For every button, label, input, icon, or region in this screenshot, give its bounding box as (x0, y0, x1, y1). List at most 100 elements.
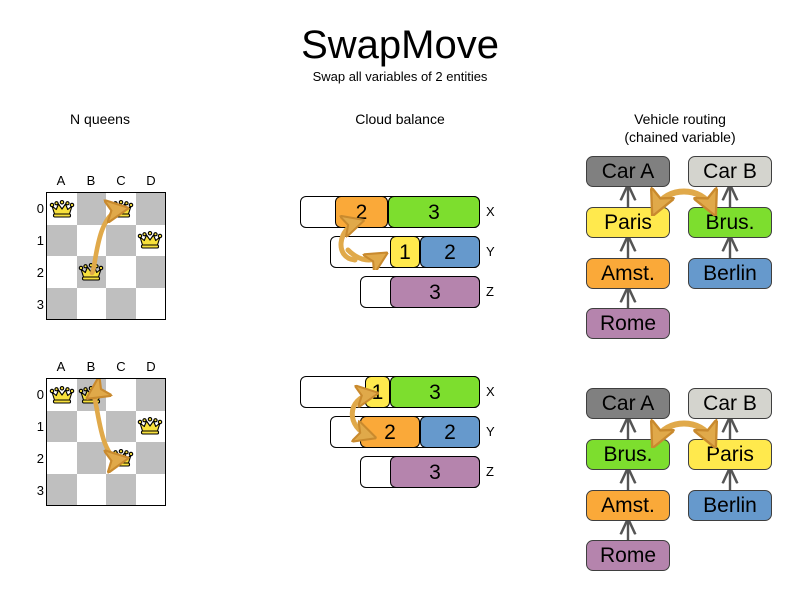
page-subtitle: Swap all variables of 2 entities (312, 69, 488, 84)
cloud-process-segment[interactable]: 3 (390, 376, 480, 408)
chessboard-cell-C0[interactable] (106, 193, 136, 225)
cloud-row-label-Z: Z (486, 464, 494, 479)
chessboard-cell-D0[interactable] (135, 193, 165, 225)
routing-node-berlin[interactable]: Berlin (688, 258, 772, 289)
chessboard-row-label-1: 1 (36, 232, 44, 248)
section-title-n-queens: N queens (70, 111, 130, 127)
chessboard-cell-C2[interactable] (106, 256, 136, 288)
cloud-process-segment[interactable]: 3 (388, 196, 480, 228)
section-title-vehicle-routing-line2: (chained variable) (624, 129, 736, 145)
queen-crown-icon[interactable] (106, 193, 136, 225)
queen-crown-icon[interactable] (106, 442, 136, 474)
swap-arrow (644, 184, 724, 216)
chessboard-cell-D0[interactable] (135, 379, 165, 411)
chessboard-row-label-0: 0 (36, 386, 44, 402)
chessboard-cell-C1[interactable] (106, 410, 136, 442)
cloud-row-label-Z: Z (486, 284, 494, 299)
chessboard-cell-B1[interactable] (76, 224, 106, 256)
chessboard-cell-A1[interactable] (47, 410, 77, 442)
routing-node-berlin[interactable]: Berlin (688, 490, 772, 521)
routing-node-car-b[interactable]: Car B (688, 388, 772, 419)
page-title: SwapMove (301, 23, 499, 67)
queen-crown-icon[interactable] (47, 379, 77, 411)
chessboard-col-label-A: A (56, 173, 66, 188)
cloud-row-label-Y: Y (486, 244, 495, 259)
cloud-process-segment[interactable]: 1 (365, 376, 390, 408)
queen-crown-icon[interactable] (47, 193, 77, 225)
cloud-process-segment[interactable]: 2 (335, 196, 388, 228)
queen-crown-icon[interactable] (77, 379, 107, 411)
cloud-process-segment[interactable]: 2 (360, 416, 420, 448)
cloud-process-segment[interactable]: 2 (420, 236, 480, 268)
cloud-process-segment[interactable]: 2 (420, 416, 480, 448)
chessboard-cell-C3[interactable] (106, 473, 136, 505)
routing-node-car-b[interactable]: Car B (688, 156, 772, 187)
chain-connectors (586, 388, 776, 540)
chessboard-col-label-C: C (116, 359, 126, 374)
chessboard-row-label-3: 3 (36, 296, 44, 312)
chessboard-cell-B0[interactable] (76, 379, 107, 411)
chessboard-cell-C3[interactable] (106, 287, 136, 319)
routing-node-car-a[interactable]: Car A (586, 156, 670, 187)
chessboard-cell-B0[interactable] (76, 193, 106, 225)
chessboard-row-label-3: 3 (36, 482, 44, 498)
cloud-process-segment[interactable]: 1 (390, 236, 420, 268)
queen-crown-icon[interactable] (136, 225, 166, 257)
section-title-vehicle-routing-line1: Vehicle routing (634, 111, 726, 127)
chessboard-cell-D3[interactable] (135, 287, 165, 319)
routing-node-amsterdam[interactable]: Amst. (586, 258, 670, 289)
chessboard-row-label-0: 0 (36, 200, 44, 216)
chessboard-cell-B3[interactable] (76, 287, 106, 319)
routing-node-rome[interactable]: Rome (586, 540, 670, 571)
chessboard-cell-B3[interactable] (76, 473, 106, 505)
chessboard-col-label-B: B (86, 359, 96, 374)
chessboard-cell-D2[interactable] (135, 256, 165, 288)
chessboard-cell-A0[interactable] (47, 379, 77, 411)
chessboard-cell-D1[interactable] (135, 224, 166, 257)
routing-node-brussels[interactable]: Brus. (586, 439, 670, 470)
chessboard-cell-A3[interactable] (47, 473, 77, 505)
swap-arrow (644, 416, 724, 448)
chessboard-cell-A2[interactable] (47, 256, 77, 288)
chessboard-cell-C2[interactable] (106, 442, 136, 474)
chessboard-cell-B2[interactable] (76, 256, 107, 288)
section-title-vehicle-routing: Vehicle routing (chained variable) (580, 110, 780, 146)
chessboard-col-label-C: C (116, 173, 126, 188)
chessboard-cell-A0[interactable] (47, 193, 77, 225)
routing-node-paris[interactable]: Paris (586, 207, 670, 238)
chessboard-cell-A3[interactable] (47, 287, 77, 319)
chessboard-grid[interactable] (46, 192, 166, 320)
cloud-process-segment[interactable]: 3 (390, 456, 480, 488)
chessboard-col-label-D: D (146, 173, 156, 188)
routing-node-car-a[interactable]: Car A (586, 388, 670, 419)
chessboard-row-label-2: 2 (36, 264, 44, 280)
chessboard-cell-C0[interactable] (106, 379, 136, 411)
cloud-row-label-X: X (486, 384, 495, 399)
queen-crown-icon[interactable] (136, 411, 166, 443)
chessboard-row-label-1: 1 (36, 418, 44, 434)
routing-node-rome[interactable]: Rome (586, 308, 670, 339)
chessboard-cell-C1[interactable] (106, 224, 136, 256)
cloud-process-segment[interactable]: 3 (390, 276, 480, 308)
chessboard-col-label-D: D (146, 359, 156, 374)
chessboard-cell-B1[interactable] (76, 410, 106, 442)
chessboard-cell-D3[interactable] (135, 473, 165, 505)
chessboard-col-label-A: A (56, 359, 66, 374)
routing-node-amsterdam[interactable]: Amst. (586, 490, 670, 521)
chessboard-grid[interactable] (46, 378, 166, 506)
queen-crown-icon[interactable] (77, 256, 107, 288)
chessboard-cell-D1[interactable] (135, 410, 166, 443)
chessboard-cell-B2[interactable] (76, 442, 106, 474)
chessboard-cell-D2[interactable] (135, 442, 165, 474)
chessboard-cell-A1[interactable] (47, 224, 77, 256)
chessboard-cell-A2[interactable] (47, 442, 77, 474)
